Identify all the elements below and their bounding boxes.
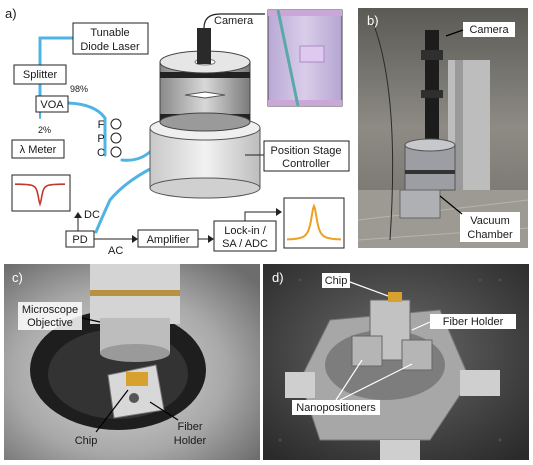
svg-text:PD: PD [72, 234, 87, 246]
svg-text:Camera: Camera [469, 24, 509, 36]
ac-trace-plot [284, 198, 344, 248]
svg-text:Fiber Holder: Fiber Holder [443, 316, 504, 328]
ac-label: AC [108, 245, 123, 257]
svg-text:C: C [97, 147, 105, 159]
microscope-image [268, 10, 342, 106]
svg-text:Diode Laser: Diode Laser [80, 41, 140, 53]
svg-text:Vacuum: Vacuum [470, 215, 510, 227]
svg-text:VOA: VOA [40, 99, 64, 111]
position-stage [150, 51, 260, 198]
svg-text:Nanopositioners: Nanopositioners [296, 402, 376, 414]
splitter-box: Splitter [14, 65, 66, 84]
svg-text:Objective: Objective [27, 317, 73, 329]
camera-label: Camera [214, 15, 254, 27]
dc-trace-plot [12, 175, 70, 211]
panel-d-label: d) [272, 270, 284, 285]
controller-box: Position Stage Controller [245, 141, 349, 171]
svg-text:Chamber: Chamber [467, 229, 513, 241]
panel-b-photo: b) Camera Vacuum Chamber [358, 8, 528, 248]
split-high-label: 98% [70, 84, 88, 94]
svg-text:SA / ADC: SA / ADC [222, 238, 268, 250]
svg-text:F: F [98, 119, 105, 131]
pd-box: PD [66, 231, 94, 247]
svg-text:Amplifier: Amplifier [147, 234, 190, 246]
panel-b-label: b) [367, 13, 379, 28]
svg-text:Fiber: Fiber [177, 421, 202, 433]
fiber-laser-splitter [40, 38, 73, 64]
svg-text:Tunable: Tunable [90, 27, 129, 39]
svg-text:Controller: Controller [282, 158, 330, 170]
panel-a-schematic: a) Tunable Diode Laser Splitter 98% VOA … [5, 6, 349, 257]
lockin-box: Lock-in / SA / ADC [214, 221, 276, 251]
svg-text:λ Meter: λ Meter [20, 144, 57, 156]
panel-a-label: a) [5, 6, 17, 21]
svg-text:Position Stage: Position Stage [271, 145, 342, 157]
svg-text:Chip: Chip [75, 435, 98, 447]
panel-c-label: c) [12, 270, 23, 285]
split-low-label: 2% [38, 125, 51, 135]
amplifier-box: Amplifier [138, 230, 198, 247]
fiber-fpc-stage [122, 150, 152, 160]
dc-label: DC [84, 209, 100, 221]
svg-text:P: P [97, 133, 104, 145]
svg-text:Microscope: Microscope [22, 304, 78, 316]
svg-text:Chip: Chip [325, 275, 348, 287]
tunable-laser-box: Tunable Diode Laser [73, 23, 148, 54]
fpc-box: F P C [97, 119, 121, 159]
fiber-stage-pd [96, 168, 152, 232]
panel-c-photo: c) Microscope Objective Chip Fiber Holde… [4, 264, 260, 460]
lambda-meter-box: λ Meter [12, 140, 64, 158]
svg-text:Splitter: Splitter [23, 69, 58, 81]
svg-text:Lock-in /: Lock-in / [224, 225, 267, 237]
voa-box: VOA [36, 96, 68, 112]
panel-d-photo: d) Chip Fiber Holder Nanopositioners [263, 264, 529, 460]
svg-text:Holder: Holder [174, 435, 207, 447]
